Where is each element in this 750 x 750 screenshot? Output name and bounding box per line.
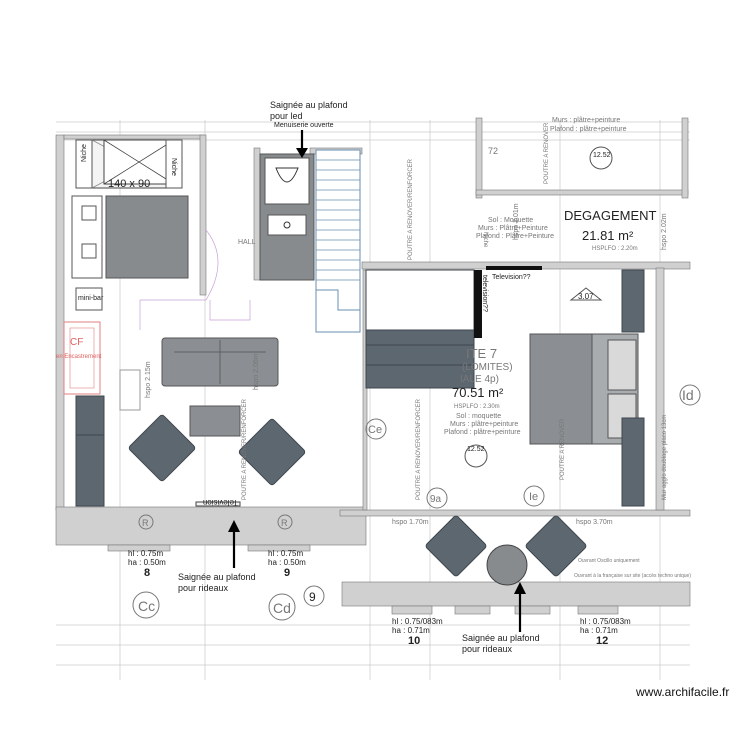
poutre-suite-label: POUTRE A RENOVER/RENFORCER: [416, 398, 422, 500]
bathroom: [71, 139, 189, 311]
marker-9: 9: [309, 590, 316, 604]
hspo-215-label: hspo 2.15m: [145, 361, 152, 398]
hspo-206-label: hspo 2.06m: [253, 353, 260, 390]
hspo-202-label: hspo 2.02m: [661, 213, 668, 250]
window-number: 12: [596, 635, 608, 647]
staircase: [315, 149, 361, 333]
suite-murs: Murs : plâtre+peinture: [450, 421, 518, 428]
marker-cd: Cd: [273, 600, 291, 616]
hall-name: HALL: [238, 239, 256, 246]
hall-outline: [139, 229, 251, 330]
window-hl: hl : 0.75m: [128, 549, 163, 558]
degagement-hsp: HSPLFO : 2.20m: [592, 246, 638, 252]
cf-sub-label: en Encastrement: [56, 354, 102, 360]
sideboard: [75, 395, 105, 507]
hspo-170-label: hspo 1.70m: [392, 519, 429, 526]
suite-hsp: HSPLFO : 2.30m: [454, 404, 500, 410]
marker-id: Id: [682, 387, 694, 403]
marker-cc: Cc: [138, 598, 155, 614]
tv-top-label: Television??: [492, 274, 531, 281]
nightstand-top: [621, 269, 645, 333]
level-1252-top: 12.52: [593, 152, 611, 159]
suite-sub: (LOMITES): [462, 362, 513, 373]
suite-plafond: Plafond : plâtre+peinture: [444, 429, 521, 436]
suite-furniture: [365, 266, 645, 586]
tv-side: [474, 270, 482, 338]
topright-plafond: Plafond : plâtre+peinture: [550, 126, 627, 133]
level-307: 3.07: [578, 292, 594, 301]
walls: [55, 117, 691, 615]
armchair-right: [238, 418, 306, 486]
suite-sol: Sol : moquette: [456, 413, 501, 420]
cf-label: CF: [70, 337, 83, 348]
marker-r-left: R: [142, 518, 149, 528]
niche-right-label: Niche: [170, 158, 177, 176]
window-number: 10: [408, 635, 420, 647]
ceiling-arrows: [228, 130, 526, 632]
tv-bar-left: [195, 501, 241, 507]
minibar-label: mini-bar: [78, 295, 104, 302]
hspo-370-label: hspo 3.70m: [576, 519, 613, 526]
wc-room: [259, 153, 315, 281]
suite-armchair-left: [425, 515, 487, 577]
degagement-area: 21.81 m²: [582, 228, 634, 243]
mur-ext-label: Mur agglo doublage placo 13cm: [662, 415, 668, 500]
degagement-plafond: Plafond : Plâtre+Peinture: [476, 233, 554, 240]
window-ha: ha : 0.50m: [128, 558, 166, 567]
door-open-label: Menuiserie ouverte: [274, 122, 334, 129]
round-table: [486, 544, 528, 586]
window-ha: ha : 0.50m: [268, 558, 306, 567]
poutre-left-label: POUTRE A RENOVER/RENFORCER: [242, 398, 248, 500]
tv-side-label: television??: [481, 275, 488, 312]
armchair-left: [128, 414, 196, 482]
level-1252-suite: 12.52: [467, 446, 485, 453]
degagement-murs: Murs : Plâtre+Peinture: [478, 225, 548, 232]
window-number: 9: [284, 567, 290, 579]
wardrobe-cf: [63, 321, 101, 395]
led-line-1: Saignée au plafond: [270, 100, 348, 110]
marker-r-right: R: [281, 518, 288, 528]
window-hl: hl : 0.75/083m: [580, 617, 631, 626]
window-number: 8: [144, 567, 150, 579]
niche-top-label: Niche: [482, 232, 488, 248]
poutre-top-label: POUTRE A RENOVER/RENFORCER: [408, 158, 414, 260]
led-line-2: pour led: [270, 111, 303, 121]
marker-le: Ie: [529, 491, 538, 503]
degagement-name: DEGAGEMENT: [564, 208, 657, 223]
coffee-table: [189, 405, 241, 437]
dresser-right: [621, 417, 645, 507]
window-note-oscillo: Ouvrant Oscillo uniquement: [578, 558, 640, 564]
niche-left-label: Niche: [81, 144, 88, 162]
topright-murs: Murs : plâtre+peinture: [552, 117, 620, 124]
window-note-francaise: Ouvrant à la française sur site (accès t…: [574, 573, 691, 579]
marker-9a: 9a: [430, 494, 442, 505]
hspo-201-label: hspo 2.01m: [513, 203, 520, 240]
tv-bottom-label: Television: [203, 498, 238, 507]
suite-area: 70.51 m²: [452, 385, 504, 400]
window-ha: ha : 0.71m: [580, 626, 618, 635]
suite-armchair-right: [525, 515, 587, 577]
suite-name: ITE 7: [466, 346, 497, 361]
watermark: www.archifacile.fr: [636, 685, 730, 699]
level-markers: [132, 146, 701, 621]
shower-size: 140 x 90: [108, 178, 150, 190]
poutre-c-label: POUTRE A RENOVER: [560, 418, 566, 480]
living-room-furniture: [75, 337, 306, 507]
window-hl: hl : 0.75m: [268, 549, 303, 558]
topright-num: 72: [488, 146, 498, 156]
window-hl: hl : 0.75/083m: [392, 617, 443, 626]
window-ha: ha : 0.71m: [392, 626, 430, 635]
suite-capacity: IALE 4p): [460, 374, 499, 385]
degagement-sol: Sol : Moquette: [488, 217, 533, 224]
marker-ce: Ce: [368, 424, 382, 436]
tv-top: [486, 266, 542, 270]
poutre-b-label: POUTRE A RENOVER: [544, 122, 550, 184]
